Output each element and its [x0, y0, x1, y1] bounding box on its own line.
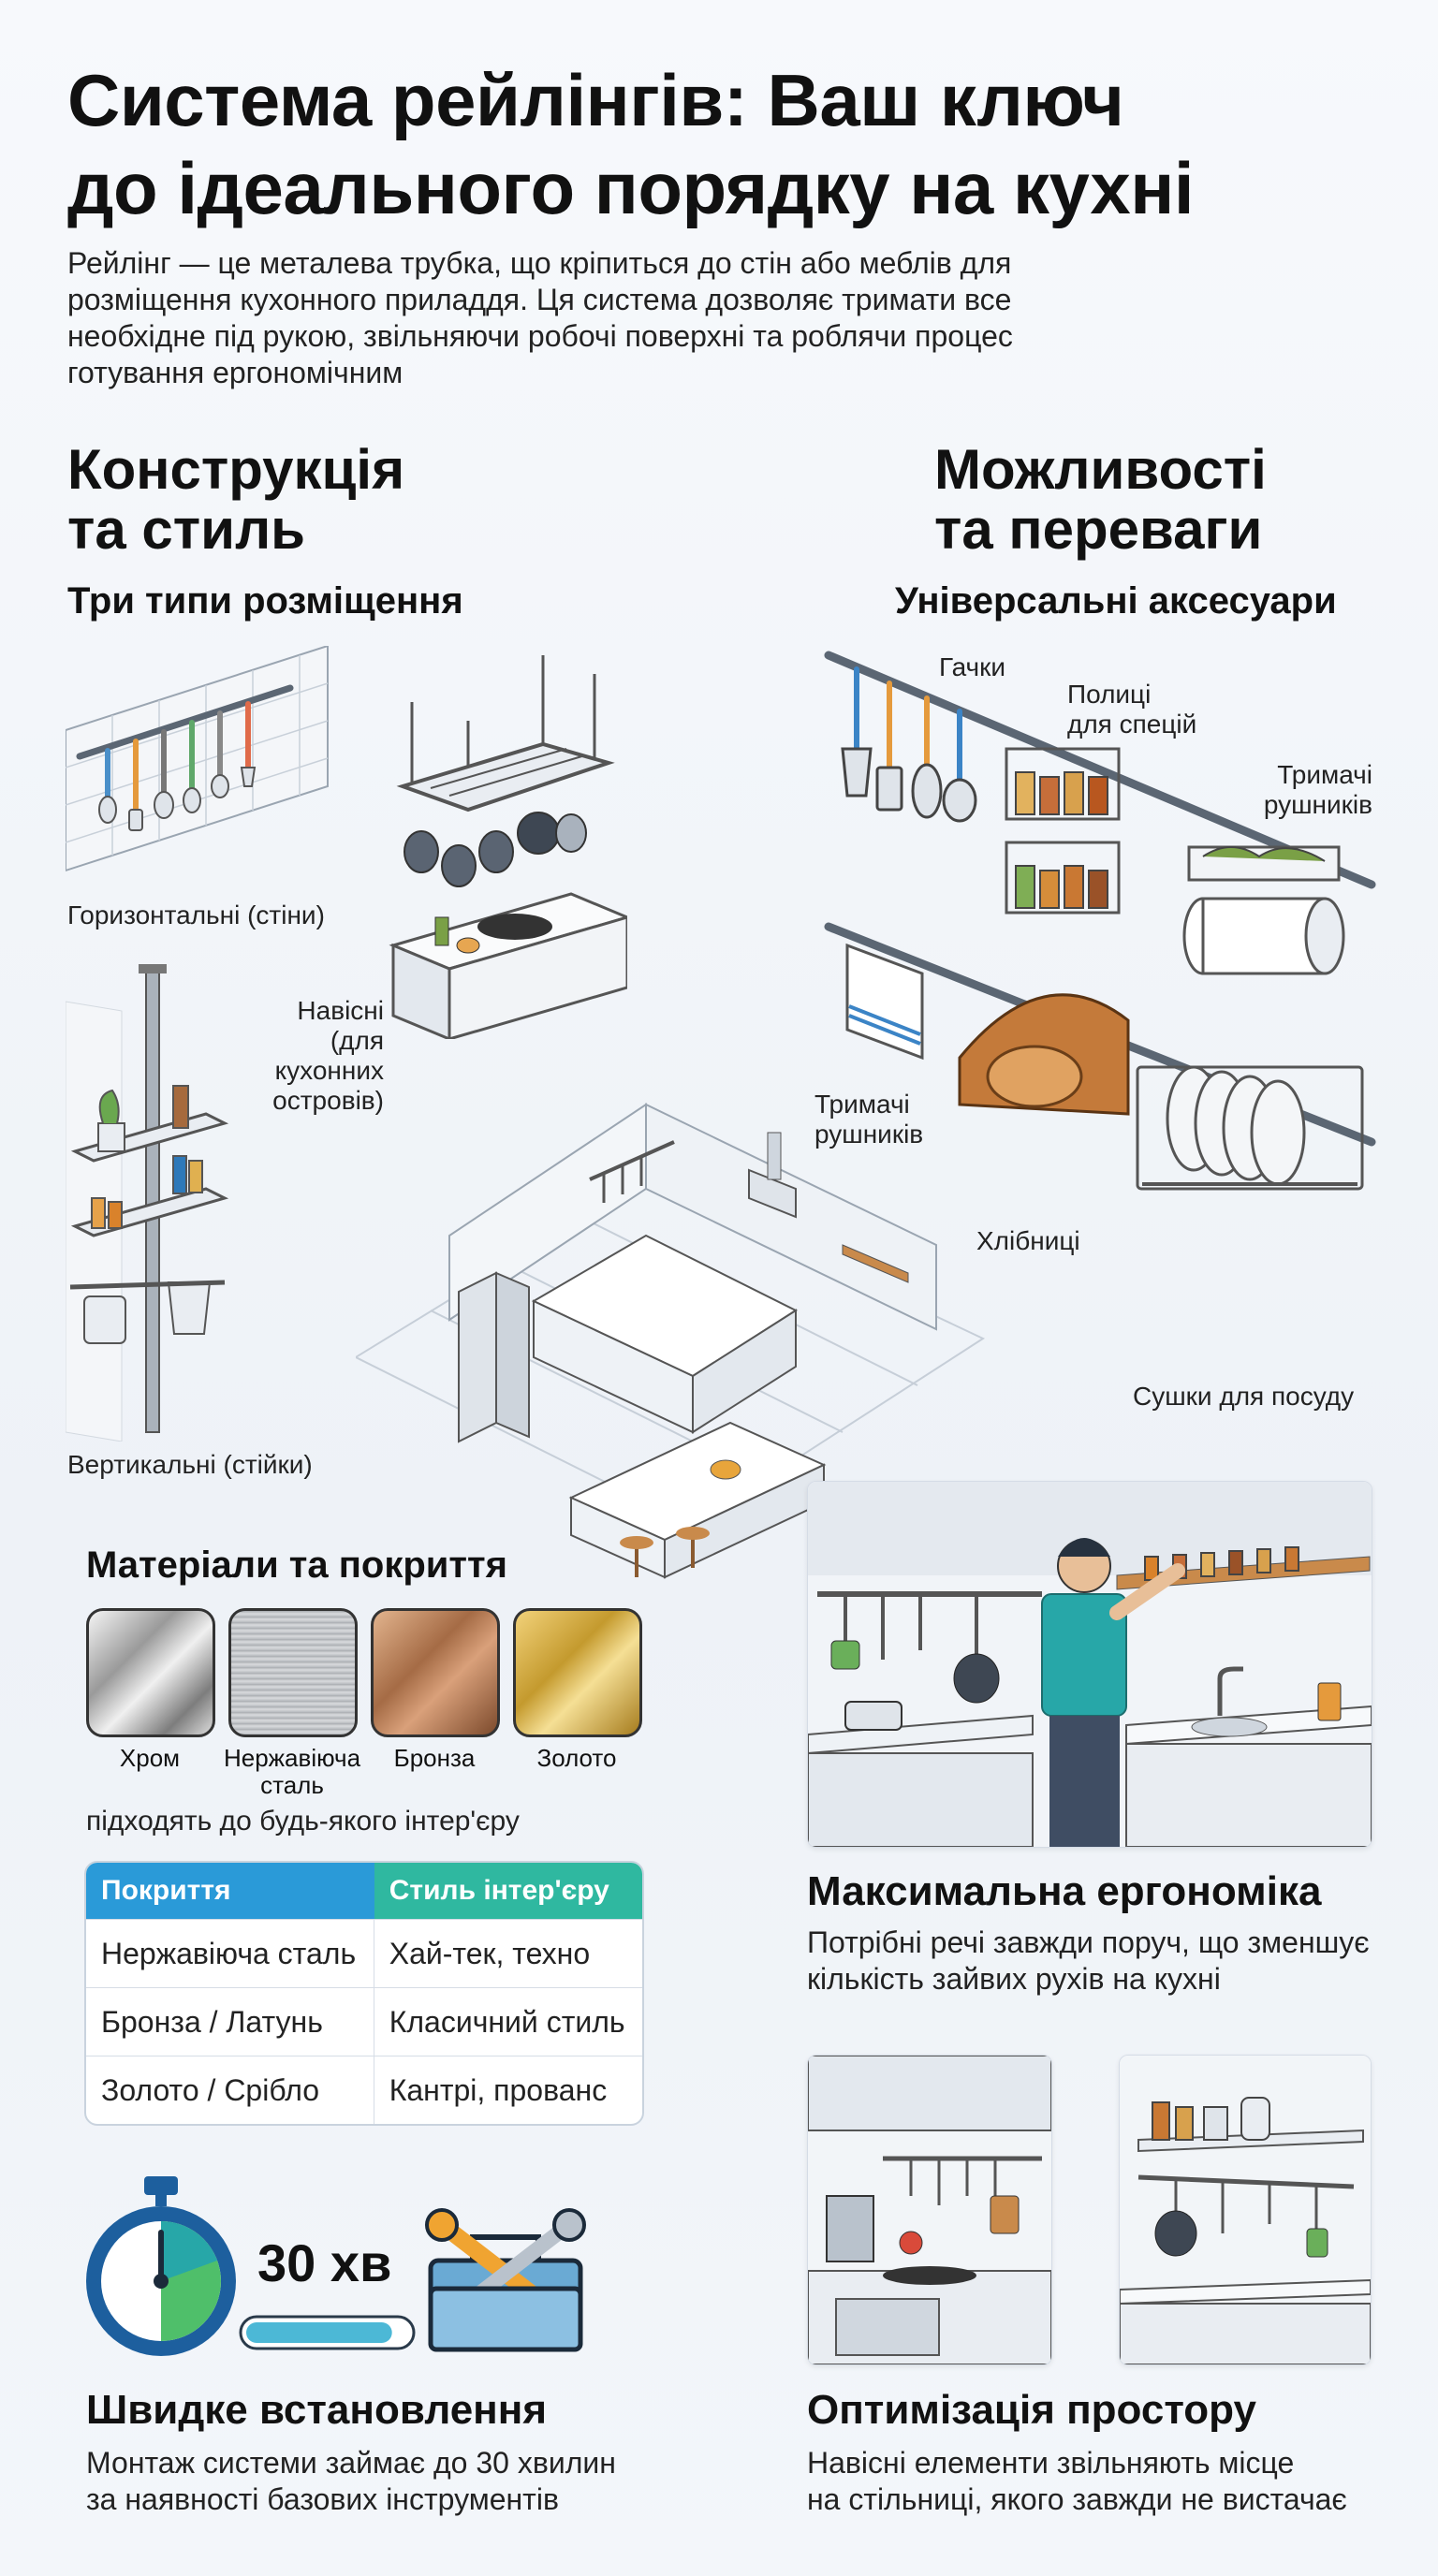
style-cell: Класичний стиль — [374, 1987, 642, 2056]
hooks-label: Гачки — [939, 652, 1006, 681]
table-row: Золото / Срібло Кантрі, прованс — [86, 2056, 642, 2124]
bread-boxes-label: Хлібниці — [976, 1226, 1080, 1255]
page-title: Система рейлінгів: Ваш ключ до ідеальног… — [67, 59, 1195, 229]
table-row: Нержавіюча сталь Хай-тек, техно — [86, 1919, 642, 1987]
towel-holders-left-label: Тримачі рушників — [814, 1090, 924, 1149]
ergonomics-text: Потрібні речі завжди поруч, що зменшує к… — [807, 1925, 1370, 1996]
progress-fill — [246, 2322, 392, 2343]
space-illustration-left — [807, 2055, 1052, 2365]
style-cell: Хай-тек, техно — [374, 1919, 642, 1987]
bronze-label: Бронза — [393, 1744, 476, 1772]
spice-shelves-label: Полиці для спецій — [1067, 680, 1197, 739]
ergonomics-illustration — [807, 1481, 1372, 1848]
intro-text: Рейлінг — це металева трубка, що кріпить… — [67, 246, 1013, 389]
horizontal-rail-illustration — [66, 646, 329, 872]
toolbox-icon — [425, 2208, 586, 2352]
install-text: Монтаж системи займає до 30 хвилин за на… — [86, 2446, 616, 2516]
towel-holders-top-label: Тримачі рушників — [1263, 760, 1372, 819]
space-title: Оптимізація простору — [807, 2387, 1256, 2433]
kitchen-overview-illustration — [356, 1103, 986, 1579]
coating-style-table: Покриття Стиль інтер'єру Нержавіюча стал… — [84, 1861, 644, 2126]
chrome-swatch — [86, 1608, 215, 1737]
stopwatch-icon — [86, 2176, 416, 2356]
table-row: Бронза / Латунь Класичний стиль — [86, 1987, 642, 2056]
col-style-header: Стиль інтер'єру — [374, 1863, 642, 1919]
materials-heading: Матеріали та покриття — [86, 1544, 507, 1586]
gold-swatch — [513, 1608, 642, 1737]
bronze-swatch — [371, 1608, 500, 1737]
col-coating-header: Покриття — [86, 1863, 374, 1919]
style-cell: Кантрі, прованс — [374, 2056, 642, 2124]
ergonomics-title: Максимальна ергономіка — [807, 1868, 1322, 1914]
placement-subheading: Три типи розміщення — [67, 580, 463, 622]
table-header-row: Покриття Стиль інтер'єру — [86, 1863, 642, 1919]
accessories-subheading: Універсальні аксесуари — [895, 580, 1337, 622]
accessories-illustration — [824, 651, 1376, 1191]
dish-racks-label: Сушки для посуду — [1133, 1382, 1355, 1411]
steel-swatch — [228, 1608, 358, 1737]
hanging-label: Навісні (для кухонних островів) — [272, 996, 384, 1115]
construction-heading: Конструкція та стиль — [67, 438, 405, 561]
space-text: Навісні елементи звільняють місце на сті… — [807, 2446, 1347, 2516]
vertical-rail-illustration — [66, 964, 229, 1442]
install-title: Швидке встановлення — [86, 2387, 547, 2433]
coating-cell: Нержавіюча сталь — [86, 1919, 374, 1987]
coating-cell: Бронза / Латунь — [86, 1987, 374, 2056]
chrome-label: Хром — [119, 1744, 181, 1772]
horizontal-label: Горизонтальні (стіни) — [67, 900, 325, 929]
install-time: 30 хв — [257, 2233, 392, 2292]
space-illustration-right — [1119, 2055, 1372, 2365]
gold-label: Золото — [536, 1744, 617, 1772]
materials-note: підходять до будь-якого інтер'єру — [86, 1806, 520, 1837]
features-heading: Можливості та переваги — [934, 438, 1267, 561]
vertical-label: Вертикальні (стійки) — [67, 1450, 313, 1479]
hanging-rail-illustration — [389, 655, 627, 1039]
coating-cell: Золото / Срібло — [86, 2056, 374, 2124]
